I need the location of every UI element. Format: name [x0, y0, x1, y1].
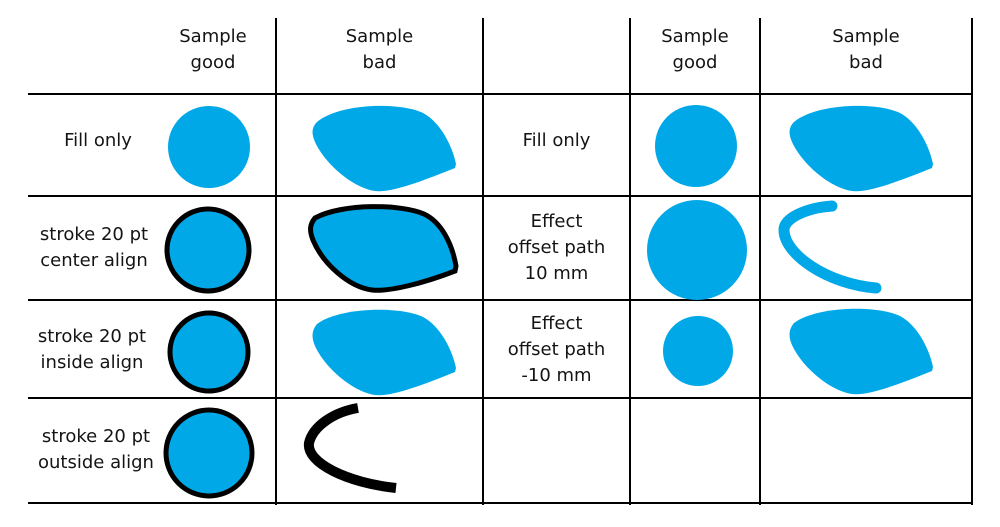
row-label-line: inside align: [40, 352, 144, 373]
row-label-fill-only-left: Fill only: [28, 96, 168, 186]
header-line: Sample: [179, 26, 247, 47]
row-label-line: Effect: [530, 313, 583, 334]
row-label-stroke-center: stroke 20 pt center align: [28, 198, 160, 298]
header-sample-bad-right: Sample bad: [760, 18, 972, 82]
header-sample-good-left: Sample good: [158, 18, 268, 82]
header-sample-bad-left: Sample bad: [276, 18, 483, 82]
row-label-stroke-inside: stroke 20 pt inside align: [28, 302, 156, 398]
fill-circle-good-right: [655, 105, 737, 187]
row-label-line: offset path: [507, 339, 606, 360]
row-label-line: stroke 20 pt: [41, 426, 151, 447]
row-label-stroke-outside: stroke 20 pt outside align: [28, 400, 164, 500]
header-line: bad: [362, 52, 397, 73]
header-line: bad: [849, 52, 883, 73]
fill-leaf-bad-right: [789, 105, 933, 192]
center-stroke-circle-good: [164, 206, 252, 294]
header-line: Sample: [345, 26, 414, 47]
outside-arc-bad: [303, 403, 397, 493]
row-label-line: Effect: [530, 211, 583, 232]
inside-leaf-bad: [312, 309, 456, 396]
row-label-line: outside align: [38, 452, 154, 473]
offsetneg10-circle-good: [663, 316, 733, 386]
row-label-line: offset path: [507, 237, 606, 258]
fill-circle-good: [168, 106, 250, 188]
offset10-arc-bad: [778, 200, 882, 294]
row-label-fill-only-right: Fill only: [483, 96, 630, 186]
row-label-line: Fill only: [64, 130, 132, 151]
row-label-line: stroke 20 pt: [39, 224, 149, 245]
inside-stroke-circle-good: [167, 310, 251, 394]
center-stroke-leaf-bad: [308, 204, 459, 293]
header-line: Sample: [661, 26, 729, 47]
fill-leaf-bad: [312, 105, 456, 192]
row-label-line: -10 mm: [521, 365, 592, 386]
outside-stroke-circle-good: [163, 407, 255, 499]
header-line: good: [190, 52, 236, 73]
row-label-line: stroke 20 pt: [37, 326, 147, 347]
row-label-line: Fill only: [522, 130, 591, 151]
row-label-line: 10 mm: [524, 263, 589, 284]
header-line: good: [672, 52, 718, 73]
offsetneg10-leaf-bad: [789, 308, 933, 395]
offset10-circle-good: [647, 200, 747, 300]
row-label-line: center align: [40, 250, 148, 271]
row-label-offset-neg10: Effect offset path -10 mm: [483, 302, 630, 398]
row-label-offset-10: Effect offset path 10 mm: [483, 198, 630, 298]
header-line: Sample: [832, 26, 900, 47]
header-sample-good-right: Sample good: [630, 18, 760, 82]
